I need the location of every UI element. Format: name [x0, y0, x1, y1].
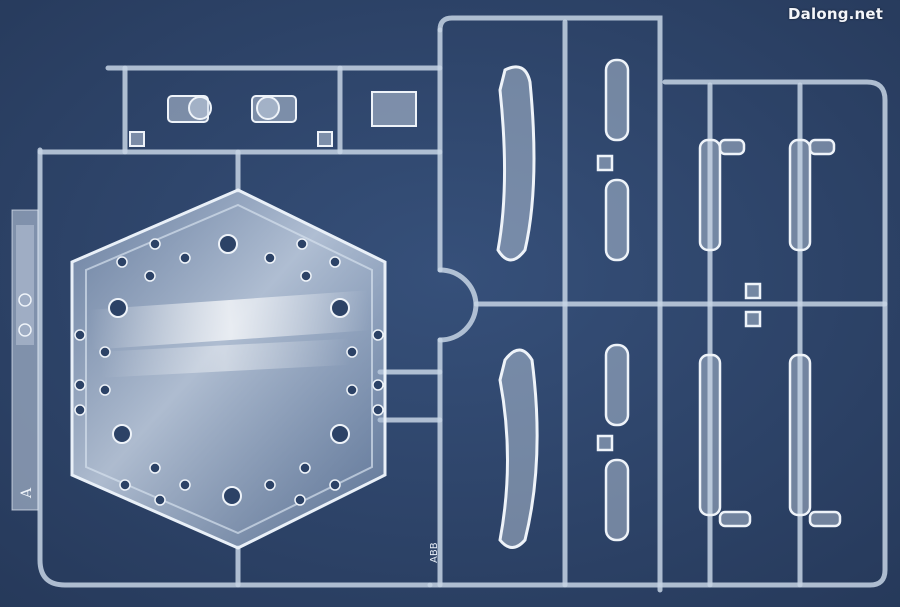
- small-joint-parts: [129, 91, 417, 147]
- site-watermark: Dalong.net: [788, 5, 884, 23]
- sprue-code-label: ABB: [429, 542, 440, 563]
- sprue-runners: [37, 15, 888, 593]
- sprue-tag-strip: A: [11, 209, 39, 511]
- hexagonal-base-part: [70, 188, 387, 550]
- limb-parts: [698, 138, 842, 528]
- link-parts: [596, 58, 630, 542]
- curved-arm-parts: [496, 65, 539, 549]
- sprue-letter-label: A: [19, 487, 35, 499]
